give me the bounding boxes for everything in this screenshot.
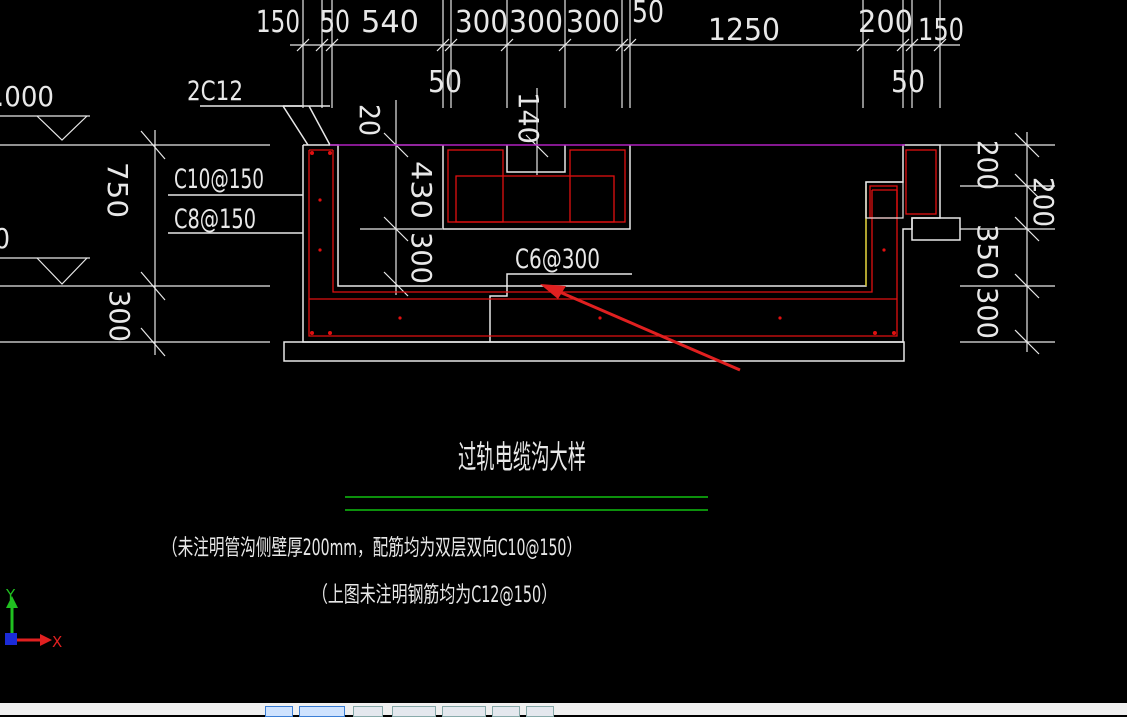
dim-right-200-a: 200 — [971, 140, 1004, 190]
dim-left-300: 300 — [103, 290, 136, 342]
note-line-1: （未注明管沟侧壁厚200mm，配筋均为双层双向C10@150） — [162, 536, 582, 561]
dim-right-300: 300 — [971, 287, 1004, 339]
dim-right-350: 350 — [971, 224, 1004, 280]
axis-y-label: Y — [5, 586, 16, 604]
dim-top-540: 540 — [361, 5, 419, 40]
label-c10-150: C10@150 — [174, 164, 264, 195]
toolbar-button-7[interactable] — [526, 706, 554, 717]
dim-inner-430: 430 — [405, 161, 438, 219]
label-c6-300: C6@300 — [515, 244, 600, 275]
dim-top-200: 200 — [858, 5, 913, 40]
dim-top-50-lower-right: 50 — [891, 65, 925, 100]
label-2c12: 2C12 — [187, 76, 243, 107]
level-text-top: .000 — [0, 80, 54, 113]
drawing-title: 过轨电缆沟大样 — [458, 438, 586, 476]
level-text-bottom: 0 — [0, 222, 10, 255]
inner-dimension-texts: 20 430 300 140 — [353, 92, 545, 284]
toolbar-button-1[interactable] — [265, 706, 293, 717]
ucs-axis-icon: Y X — [5, 586, 62, 651]
dim-top-300-c: 300 — [566, 5, 620, 40]
annotation-arrow — [540, 284, 741, 372]
dim-top-150-right: 150 — [918, 13, 964, 48]
dim-top-150-left: 150 — [256, 5, 300, 40]
note-line-2: （上图未注明钢筋均为C12@150） — [312, 583, 557, 608]
dim-inner-140: 140 — [512, 92, 545, 144]
dim-top-50-mid: 50 — [632, 0, 664, 30]
dim-right-200-b: 200 — [1027, 177, 1060, 227]
dim-top-50-left: 50 — [320, 5, 350, 40]
top-dimension-lines — [290, 0, 960, 108]
rebar-lines — [308, 149, 937, 337]
dim-left-750: 750 — [101, 162, 134, 218]
dim-top-300-a: 300 — [455, 5, 508, 40]
corbel-box — [865, 181, 904, 219]
dim-top-300-b: 300 — [509, 5, 563, 40]
toolbar-button-2[interactable] — [299, 706, 345, 717]
dim-inner-20: 20 — [353, 104, 386, 136]
right-dimension-texts: 200 350 300 200 — [971, 140, 1060, 339]
inner-dimension-lines — [360, 88, 549, 297]
toolbar-button-4[interactable] — [392, 706, 436, 717]
dim-inner-300: 300 — [405, 232, 438, 284]
rebar-dots — [310, 151, 896, 335]
left-level-markers — [0, 115, 270, 357]
dim-top-1250: 1250 — [708, 13, 780, 48]
rebar-labels: 2C12 C10@150 C8@150 C6@300 — [174, 76, 600, 275]
right-dimension-lines — [940, 132, 1055, 355]
left-level-texts: .000 0 750 300 — [0, 80, 136, 342]
trench-outline — [168, 105, 961, 362]
status-toolbar — [0, 703, 1127, 715]
axis-x-label: X — [52, 633, 62, 651]
label-c8-150: C8@150 — [174, 204, 256, 235]
toolbar-button-3[interactable] — [353, 706, 383, 717]
top-dimension-texts: 150 50 540 300 300 300 50 1250 200 150 5… — [256, 0, 964, 100]
dim-top-50-lower-left: 50 — [428, 65, 462, 100]
toolbar-button-5[interactable] — [442, 706, 486, 717]
toolbar-button-6[interactable] — [492, 706, 520, 717]
